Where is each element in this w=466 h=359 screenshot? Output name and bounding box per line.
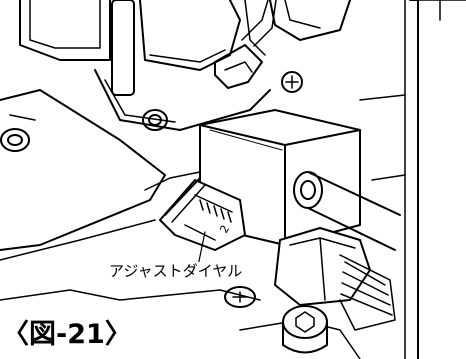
cross-screw-bottom bbox=[224, 286, 256, 308]
callout-leader bbox=[197, 231, 206, 267]
cross-screw-top bbox=[281, 71, 303, 93]
plunger-rod bbox=[293, 171, 401, 251]
left-screw bbox=[0, 128, 30, 152]
top-bolt bbox=[214, 0, 277, 89]
socket-bolt bbox=[282, 305, 328, 354]
mounting-ring bbox=[142, 109, 168, 131]
hex-nut bbox=[274, 227, 371, 306]
threaded-shaft bbox=[339, 254, 396, 331]
adjust-dial-callout: アジャストダイヤル bbox=[107, 262, 245, 280]
adjust-dial bbox=[159, 177, 246, 251]
figure-label: 〈図-21〉 bbox=[2, 318, 136, 354]
upper-mechanism bbox=[19, 0, 351, 131]
side-panel bbox=[359, 0, 466, 359]
